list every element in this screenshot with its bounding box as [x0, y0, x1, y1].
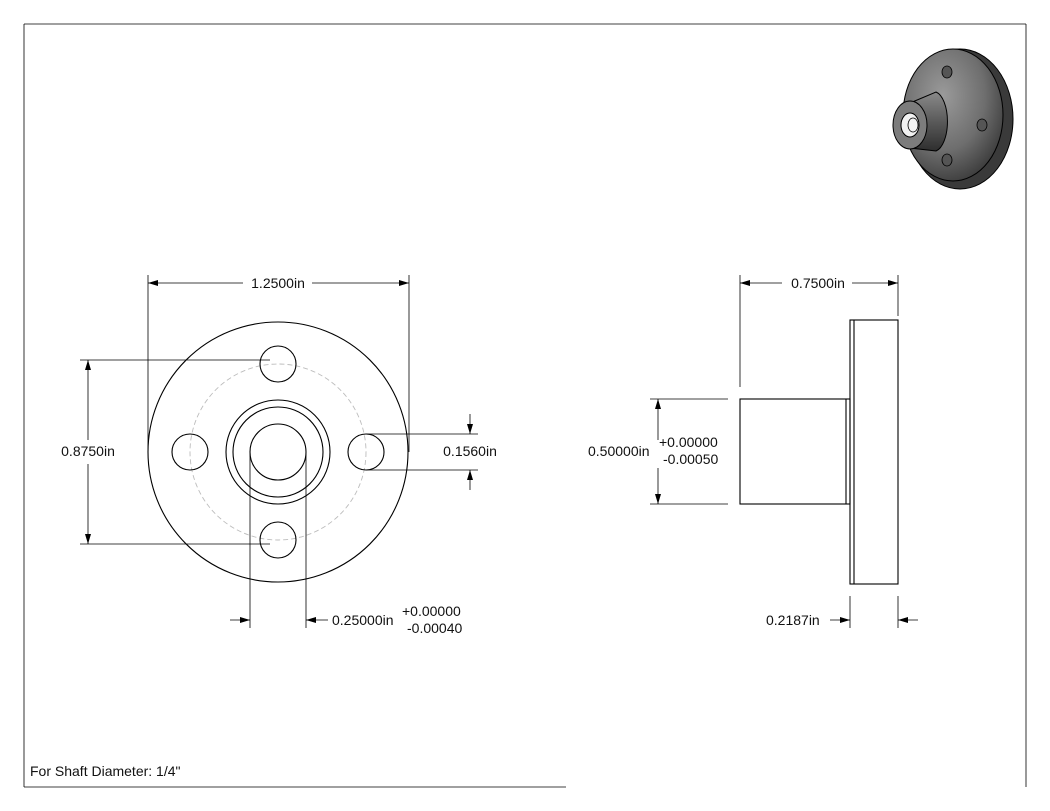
dim-bolt-circle: 0.8750in [61, 359, 270, 545]
hub-tol-minus: -0.00050 [663, 451, 718, 467]
flange-thickness-label: 0.2187in [766, 612, 820, 628]
bore-tol-minus: -0.00040 [407, 620, 462, 636]
bore-tol-plus: +0.00000 [402, 603, 461, 619]
dim-hole-diameter: 0.1560in [366, 414, 497, 490]
overall-length-label: 0.7500in [791, 275, 845, 291]
dim-overall-diameter: 1.2500in [147, 275, 410, 452]
hub-diameter-label: 0.50000in [588, 443, 650, 459]
bore-label: 0.25000in [332, 612, 394, 628]
dim-flange-thickness: 0.2187in [766, 596, 918, 628]
isometric-flange-render [892, 48, 1014, 190]
bolt-circle-label: 0.8750in [61, 443, 115, 459]
shaft-diameter-note: For Shaft Diameter: 1/4" [30, 763, 181, 779]
dim-bore: 0.25000in +0.00000 -0.00040 [230, 452, 462, 636]
hub-tol-plus: +0.00000 [659, 434, 718, 450]
front-view [147, 321, 409, 583]
side-view [739, 319, 899, 585]
hole-diameter-label: 0.1560in [443, 443, 497, 459]
overall-diameter-label: 1.2500in [251, 275, 305, 291]
dim-overall-length: 0.7500in [739, 275, 899, 387]
sheet-border [23, 23, 1027, 788]
dim-hub-diameter: 0.50000in +0.00000 -0.00050 [588, 398, 728, 505]
